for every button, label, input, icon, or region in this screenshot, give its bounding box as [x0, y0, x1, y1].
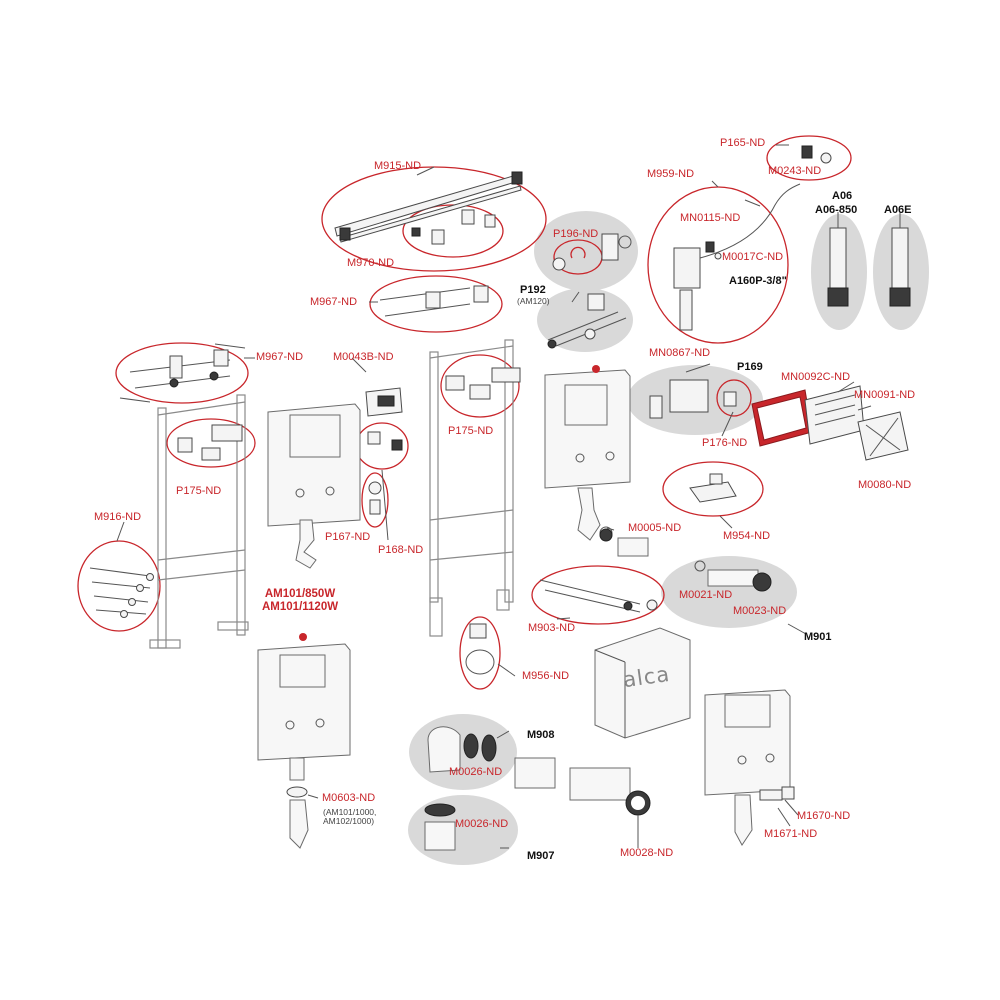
label-a160p: A160P-3/8": [729, 275, 787, 287]
label-m1671: M1671-ND: [764, 828, 818, 840]
m907-adapter: [424, 803, 456, 851]
label-p167: P167-ND: [325, 531, 371, 543]
fill-valve-assembly: [673, 145, 832, 331]
label-am-line1: AM101/850W: [264, 588, 336, 600]
p192-group-bg: [537, 288, 633, 352]
label-m0026-a: M0026-ND: [449, 766, 503, 778]
m901-pipe: [694, 560, 772, 592]
label-m901: M901: [804, 631, 832, 643]
label-m907: M907: [527, 850, 555, 862]
m967-left-outline: [115, 342, 249, 404]
m956-outline: [459, 616, 501, 690]
label-a06e: A06E: [884, 204, 912, 216]
m903-outline: [531, 565, 665, 625]
m916-bolts: [89, 567, 154, 618]
label-m0017c: M0017C-ND: [722, 251, 784, 263]
p169-outline: [716, 379, 752, 417]
label-m0603: M0603-ND: [322, 792, 376, 804]
p165-outline: [766, 135, 852, 181]
m903-rods: [539, 579, 658, 613]
label-mn0091: MN0091-ND: [854, 389, 916, 401]
label-mn0115: MN0115-ND: [680, 212, 741, 224]
alca-packaging-box: [594, 627, 691, 739]
label-m954: M954-ND: [723, 530, 771, 542]
label-p176: P176-ND: [702, 437, 748, 449]
middle-mounting-frame: [429, 339, 514, 637]
p175-mid-outline: [440, 354, 520, 418]
label-m0023: M0023-ND: [733, 605, 787, 617]
label-p175-mid: P175-ND: [448, 425, 494, 437]
valve-fittings: [367, 431, 403, 515]
label-m970: M970-ND: [347, 257, 395, 269]
cistern-lower-left: [257, 633, 351, 849]
label-am-line2: AM101/1120W: [262, 601, 339, 614]
label-m0243: M0243-ND: [768, 165, 822, 177]
label-p192-sub: (AM120): [517, 296, 550, 306]
label-m0603-sub2: AM102/1000): [323, 815, 375, 826]
p175-brackets: [177, 367, 521, 461]
label-mn0092c: MN0092C-ND: [781, 371, 851, 383]
label-m908: M908: [527, 729, 555, 741]
label-m967-left: M967-ND: [256, 351, 304, 363]
m908-bend: [427, 726, 497, 773]
left-mounting-frame: [119, 343, 249, 649]
label-m0080: M0080-ND: [858, 479, 912, 491]
cistern-upper-left: [267, 387, 403, 569]
label-m0043b: M0043B-ND: [333, 351, 394, 363]
m954-bracket: [689, 473, 737, 503]
label-m915: M915-ND: [374, 160, 422, 172]
flush-plates: [751, 385, 909, 461]
cistern-upper-right: [544, 365, 631, 541]
label-m0026-b: M0026-ND: [455, 818, 509, 830]
m956-clip: [465, 623, 495, 675]
label-p165: P165-ND: [720, 137, 766, 149]
label-m967-top: M967-ND: [310, 296, 358, 308]
bracket-hardware: [129, 209, 496, 389]
m959-outline: [647, 186, 789, 344]
p196-group-bg: [534, 211, 638, 291]
p196-p192-fittings: [547, 233, 632, 349]
m915-rails: [334, 171, 523, 243]
label-m0603-sub1: (AM101/1000,: [323, 807, 377, 817]
label-m0021: M0021-ND: [679, 589, 733, 601]
label-a06-850: A06-850: [815, 204, 858, 216]
label-am-models: AM101/850W AM101/1120W: [262, 588, 338, 614]
m0005-pieces: [599, 528, 649, 557]
m954-outline: [662, 461, 764, 517]
label-m959: M959-ND: [647, 168, 695, 180]
label-a06: A06: [832, 190, 853, 202]
label-m0028: M0028-ND: [620, 847, 674, 859]
leader-lines: [116, 144, 872, 849]
label-p192: P192: [520, 284, 546, 296]
m908-group-bg: [409, 714, 517, 790]
label-m956: M956-ND: [522, 670, 570, 682]
label-p196: P196-ND: [553, 228, 599, 240]
flush-valves: [827, 212, 911, 307]
label-m0005: M0005-ND: [628, 522, 682, 534]
label-m903: M903-ND: [528, 622, 576, 634]
label-m0603-sub: (AM101/1000, AM102/1000): [323, 808, 376, 826]
m967-top-outline: [369, 275, 503, 333]
cistern-lower-right: [704, 689, 795, 846]
label-p175-left: P175-ND: [176, 485, 222, 497]
label-m916: M916-ND: [94, 511, 142, 523]
mn0867-frame: [649, 379, 737, 419]
label-p169: P169: [737, 361, 763, 373]
label-m1670: M1670-ND: [797, 810, 851, 822]
m916-outline: [77, 540, 161, 632]
p175-left-outline: [166, 418, 256, 468]
m0028-pipes: [514, 757, 651, 816]
label-p168: P168-ND: [378, 544, 424, 556]
label-mn0867: MN0867-ND: [649, 347, 711, 359]
p167-outline: [361, 472, 389, 528]
